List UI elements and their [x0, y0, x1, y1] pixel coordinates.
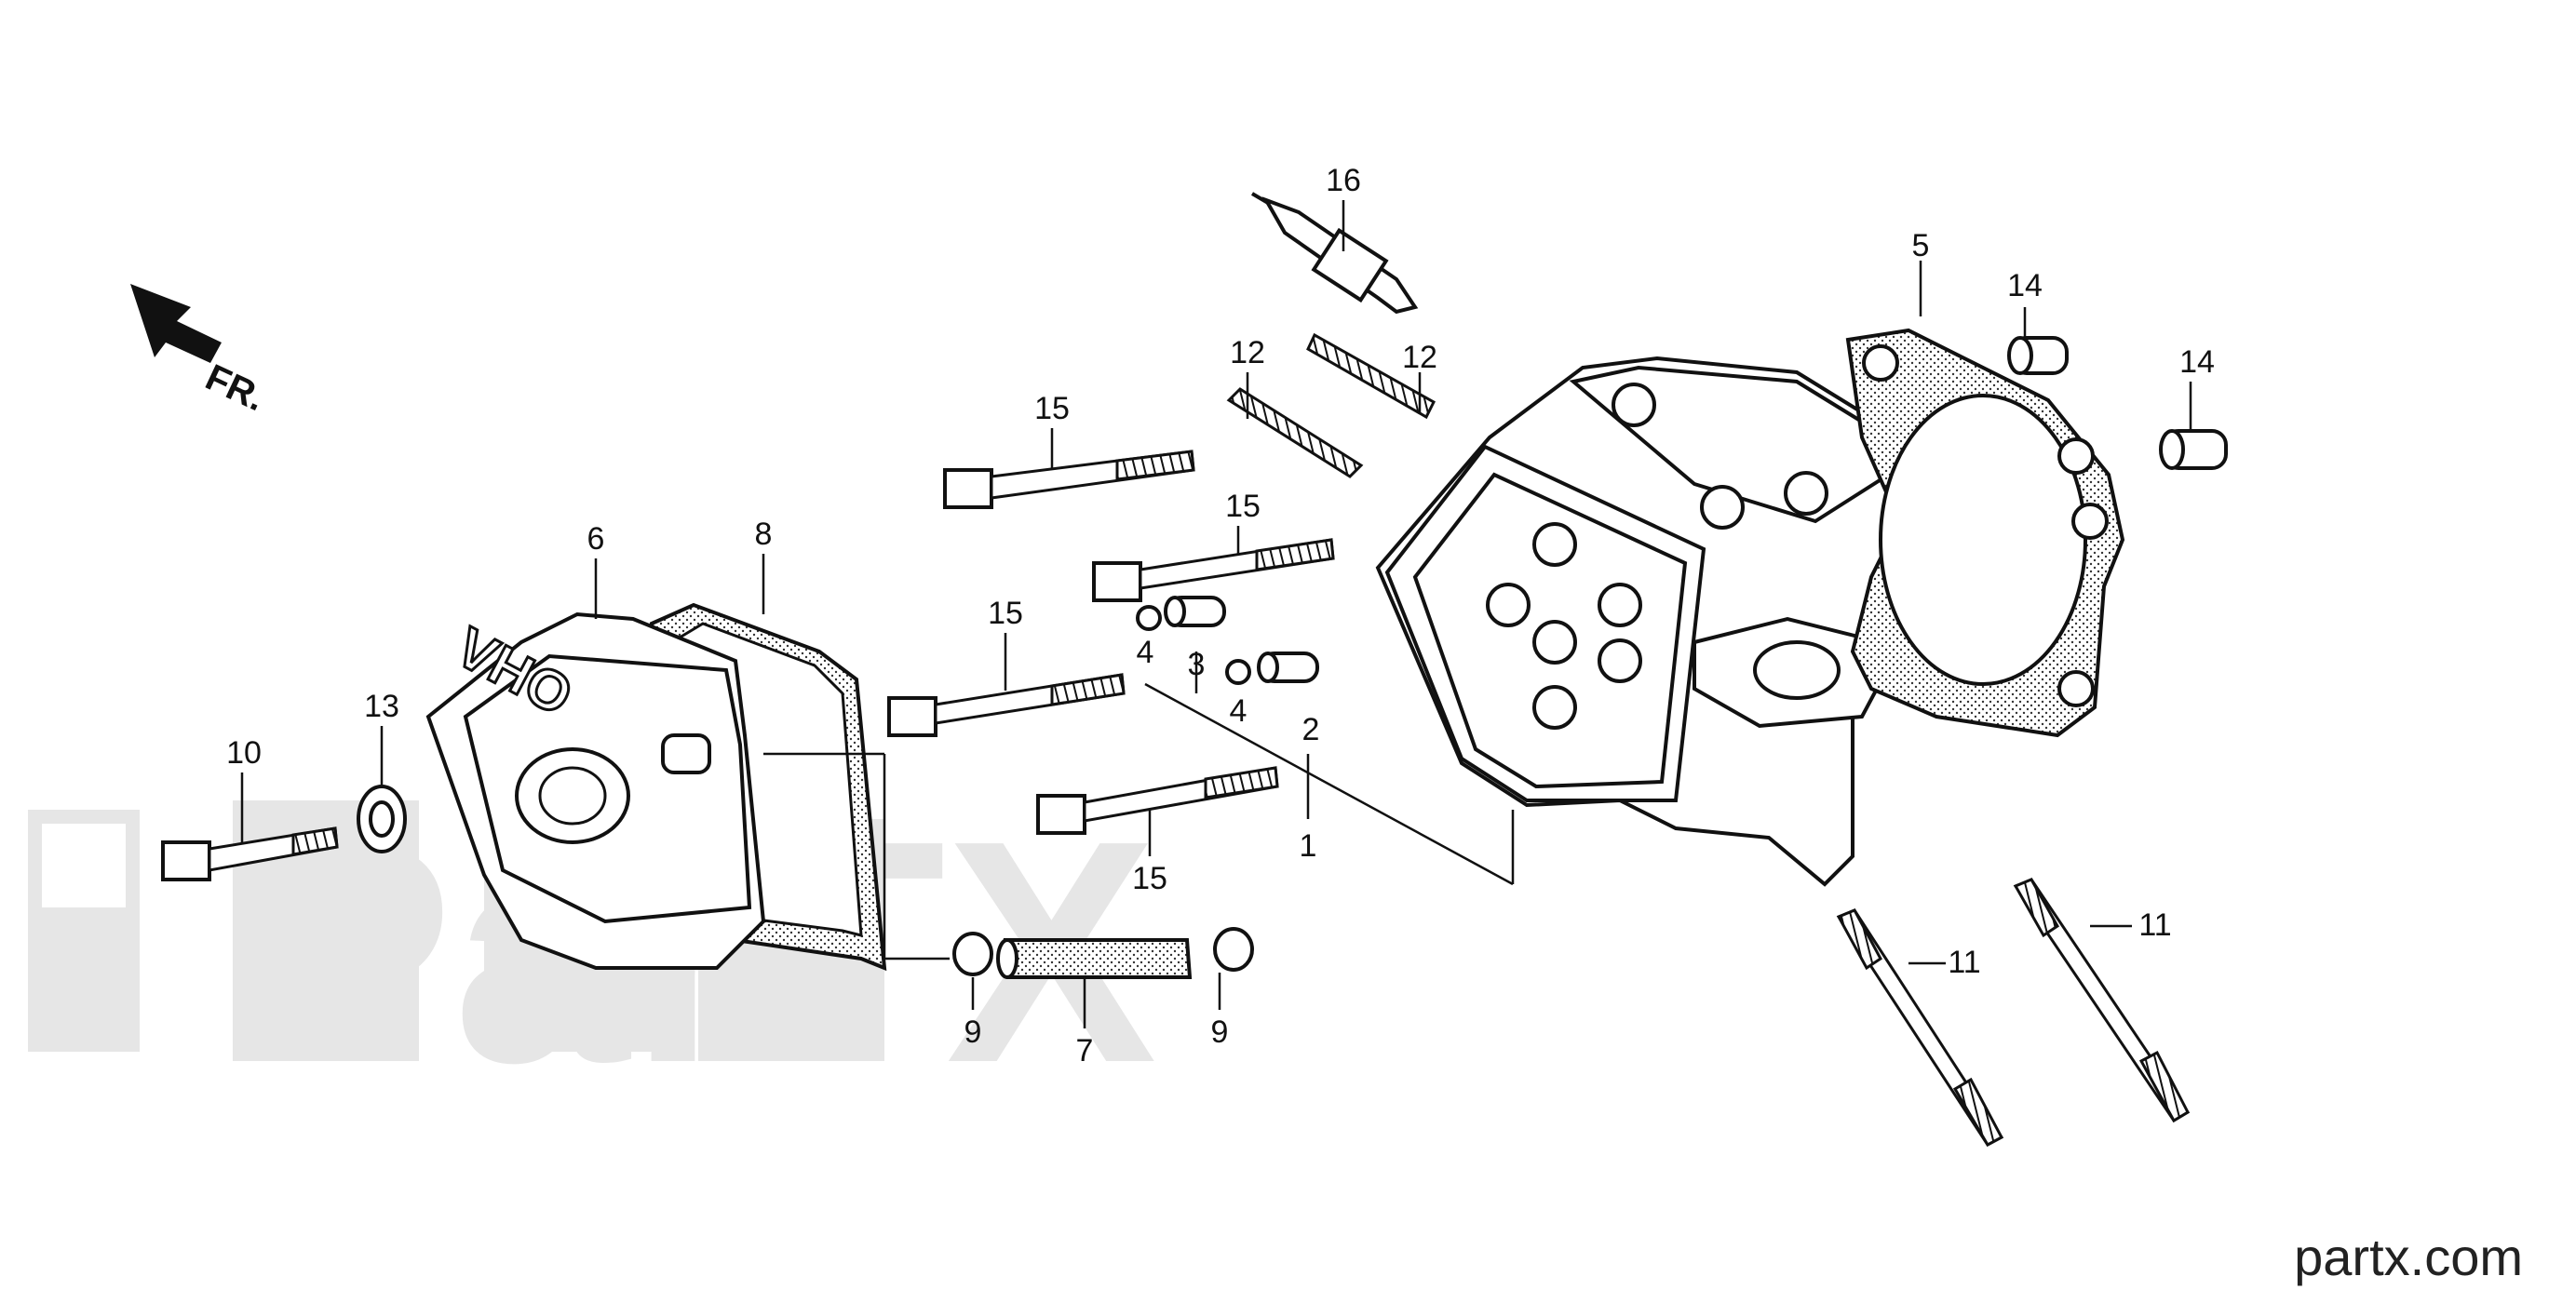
- valve-cover-part-6: OHV: [425, 611, 766, 970]
- callout-15-top: 15: [1034, 391, 1070, 426]
- callout-16: 16: [1326, 163, 1361, 198]
- head-gasket-part-5: [1845, 328, 2125, 738]
- clip-part-4-a: [1136, 605, 1162, 631]
- clip-part-4-b: [1225, 659, 1251, 685]
- callout-8: 8: [755, 517, 773, 552]
- callout-4-a: 4: [1137, 635, 1154, 670]
- callout-15-left: 15: [988, 596, 1023, 631]
- direction-label: FR.: [199, 356, 271, 419]
- flange-bolt-part-15-low: [1036, 766, 1279, 835]
- callout-9-left: 9: [964, 1014, 982, 1050]
- breather-tube-part-7: [996, 938, 1193, 979]
- callout-5: 5: [1912, 228, 1930, 263]
- front-direction-arrow: FR.: [130, 284, 271, 419]
- stud-part-11-a: [1836, 908, 2004, 1148]
- callout-3: 3: [1188, 647, 1206, 682]
- callout-15-mid: 15: [1225, 489, 1261, 524]
- callout-9-right: 9: [1211, 1014, 1229, 1050]
- hose-clamp-part-9-right: [1213, 927, 1254, 972]
- callout-14-b: 14: [2179, 344, 2215, 380]
- callout-11-b: 11: [2138, 907, 2171, 943]
- callout-11-a: 11: [1948, 945, 1980, 980]
- flange-bolt-part-15-top: [943, 450, 1195, 509]
- hose-clamp-part-9-left: [952, 932, 993, 976]
- callout-12-a: 12: [1230, 335, 1265, 370]
- callout-15-low: 15: [1132, 861, 1167, 896]
- callout-2: 2: [1302, 712, 1320, 747]
- stud-part-11-b: [2013, 878, 2191, 1123]
- spark-plug-part-16: [1250, 192, 1419, 315]
- bolt-part-10: [161, 826, 339, 881]
- flange-bolt-part-15-mid: [1092, 538, 1335, 602]
- callout-14-a: 14: [2007, 268, 2043, 303]
- valve-guide-part-2: [1257, 652, 1319, 683]
- callout-12-b: 12: [1402, 340, 1437, 375]
- stud-bolt-part-12-b: [1306, 332, 1436, 420]
- stud-bolt-part-12-a: [1226, 387, 1364, 478]
- callout-7: 7: [1076, 1033, 1094, 1068]
- valve-guide-part-3: [1164, 596, 1226, 627]
- dowel-pin-part-14-a: [2007, 336, 2069, 375]
- callout-13: 13: [364, 689, 399, 724]
- flange-bolt-part-15-left: [887, 673, 1126, 737]
- callout-4-b: 4: [1230, 693, 1248, 729]
- callout-6: 6: [587, 521, 605, 557]
- cylinder-head-part-1: [1375, 356, 1958, 887]
- washer-part-13: [357, 785, 407, 853]
- callout-labels: 16 12 12 15 15 15 15 5 14 14 6 8 13 10 4…: [226, 163, 2215, 1068]
- dowel-pin-part-14-b: [2159, 429, 2228, 470]
- callout-10: 10: [226, 735, 262, 771]
- site-credit: partx.com: [2294, 1228, 2523, 1286]
- leader-lines: [240, 200, 2192, 1028]
- callout-1: 1: [1300, 828, 1317, 864]
